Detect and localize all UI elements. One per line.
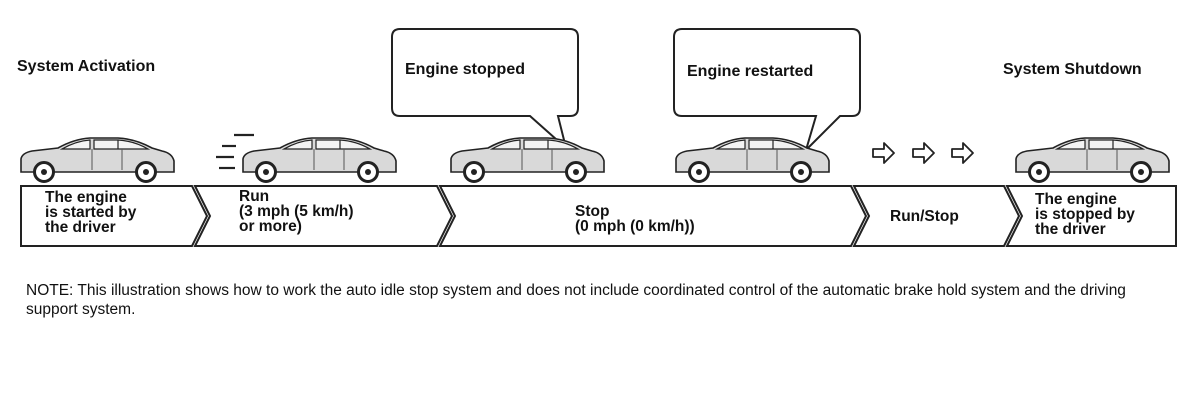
segment-line: The engine: [45, 189, 127, 206]
segment-stop: [438, 185, 868, 247]
segment-line: the driver: [45, 219, 116, 236]
car-icon: [449, 136, 606, 183]
engine-stopped-text: Engine stopped: [405, 61, 525, 78]
segment-line: The engine: [1035, 191, 1117, 208]
segment-line: is started by: [45, 204, 137, 221]
segment-run-stop-text: Run/Stop: [890, 208, 959, 225]
segment-line: Run/Stop: [890, 208, 959, 225]
hollow-arrow-icon: [912, 142, 935, 164]
hollow-arrow-icon: [872, 142, 895, 164]
segment-shutdown: [1005, 185, 1177, 247]
system-activation-label: System Activation: [17, 58, 156, 75]
speed-lines-icon: [216, 133, 254, 170]
segment-line: (3 mph (5 km/h): [239, 203, 354, 220]
segment-shutdown-text: The engine is stopped by the driver: [1035, 191, 1135, 238]
engine-restarted-text: Engine restarted: [687, 63, 814, 80]
engine-stopped-bubble: [391, 28, 579, 151]
segment-line: the driver: [1035, 221, 1106, 238]
note-text: NOTE: This illustration shows how to wor…: [26, 282, 1126, 318]
segment-run: [193, 185, 454, 247]
system-shutdown-label: System Shutdown: [1003, 61, 1142, 78]
segment-line: or more): [239, 218, 302, 235]
car-icon: [674, 136, 831, 183]
engine-restarted-bubble: [673, 28, 861, 151]
segment-run-stop: [852, 185, 1021, 247]
car-icon: [241, 136, 398, 183]
segment-line: (0 mph (0 km/h)): [575, 218, 695, 235]
car-icon: [19, 136, 176, 183]
segment-line: Run: [239, 188, 270, 205]
segment-activation-text: The engine is started by the driver: [45, 189, 137, 236]
segment-stop-text: Stop (0 mph (0 km/h)): [575, 203, 695, 235]
hollow-arrow-icon: [951, 142, 974, 164]
car-icon: [1014, 136, 1171, 183]
segment-line: Stop: [575, 203, 610, 220]
segment-run-text: Run (3 mph (5 km/h) or more): [239, 188, 354, 235]
segment-activation: [20, 185, 209, 247]
segment-line: is stopped by: [1035, 206, 1135, 223]
